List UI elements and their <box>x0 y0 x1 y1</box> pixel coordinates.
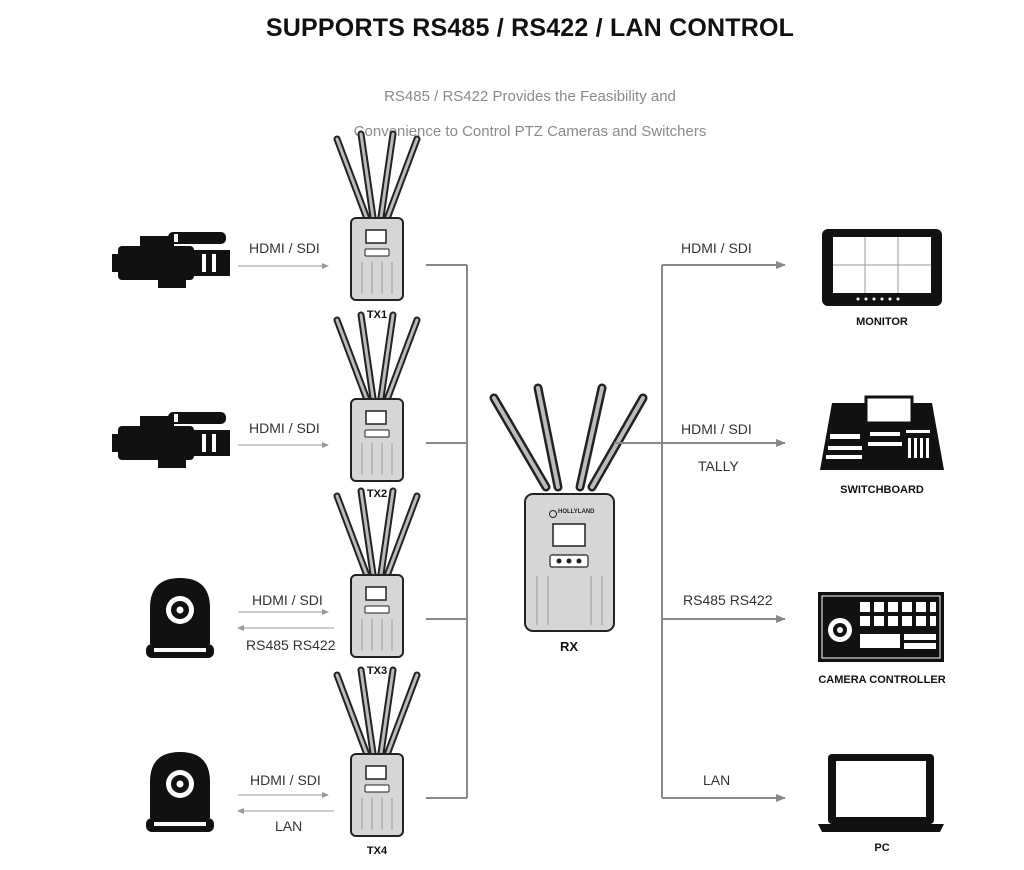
page-title: SUPPORTS RS485 / RS422 / LAN CONTROL <box>265 14 795 42</box>
monitor-name: MONITOR <box>856 316 908 328</box>
tx-bus-lines <box>426 264 468 799</box>
ptz-camera-icon <box>146 578 214 658</box>
camera-controller-icon <box>818 592 944 662</box>
switchboard-tally-label: TALLY <box>698 458 739 474</box>
tx3-return-label: RS485 RS422 <box>246 637 336 653</box>
laptop-icon <box>818 754 944 832</box>
pc-link-label: LAN <box>703 772 731 788</box>
tx4-device <box>337 670 417 836</box>
rx-name: RX <box>559 639 579 654</box>
rx-device <box>489 383 648 632</box>
tx1-device <box>337 134 417 300</box>
tx4-input-label: HDMI / SDI <box>250 772 321 788</box>
controller-link-label: RS485 RS422 <box>683 592 773 608</box>
tx1-input-label: HDMI / SDI <box>249 240 320 256</box>
tx3-name: TX3 <box>366 665 388 677</box>
tx2-input-label: HDMI / SDI <box>249 420 320 436</box>
camera-controller-name: CAMERA CONTROLLER <box>818 674 946 686</box>
tx3-input-label: HDMI / SDI <box>252 592 323 608</box>
camcorder-icon <box>112 412 230 468</box>
tx4-name: TX4 <box>366 845 388 857</box>
monitor-icon <box>822 229 942 306</box>
tx2-device <box>337 315 417 481</box>
subtitle-line-1: RS485 / RS422 Provides the Feasibility a… <box>384 88 676 105</box>
pc-name: PC <box>874 842 890 854</box>
monitor-link-label: HDMI / SDI <box>681 240 752 256</box>
switchboard-link-label: HDMI / SDI <box>681 421 752 437</box>
tx1-name: TX1 <box>366 309 388 321</box>
switchboard-icon <box>820 395 944 470</box>
switchboard-name: SWITCHBOARD <box>840 484 924 496</box>
ptz-camera-icon <box>146 752 214 832</box>
tx4-return-label: LAN <box>275 818 303 834</box>
subtitle-line-2: Convenience to Control PTZ Cameras and S… <box>353 123 707 140</box>
tx2-name: TX2 <box>366 488 388 500</box>
camcorder-icon <box>112 232 230 288</box>
rx-output-bus <box>614 261 786 802</box>
rx-brand-logo: HOLLYLAND <box>558 509 595 515</box>
tx3-device <box>337 491 417 657</box>
